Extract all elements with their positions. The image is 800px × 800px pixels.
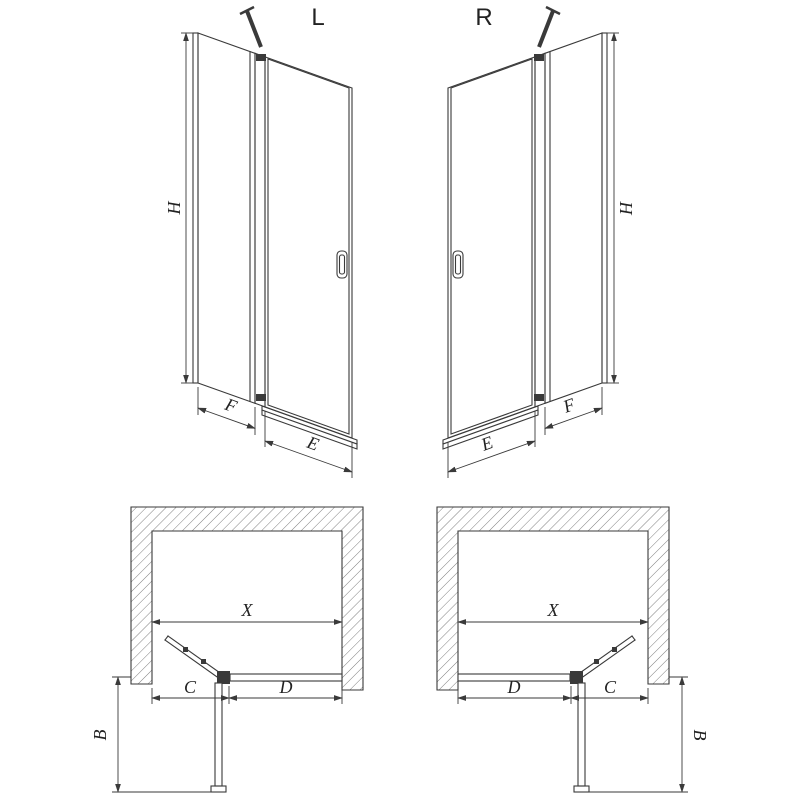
door-handle-inner xyxy=(454,254,462,275)
door-panel xyxy=(264,56,353,439)
front-view-left: L H F xyxy=(164,4,358,478)
door-open-end-cap xyxy=(210,785,227,793)
support-arm xyxy=(245,10,263,48)
bottom-rail-line xyxy=(261,409,358,445)
height-label-left: H xyxy=(164,201,184,216)
dimension-dc-right: D C xyxy=(457,677,649,704)
hinge-strip xyxy=(254,52,266,408)
dimension-cd-left: C D xyxy=(151,677,343,704)
dimension-opening-left: X xyxy=(151,600,343,625)
support-arm xyxy=(537,10,555,48)
pivot-block xyxy=(217,671,230,684)
side-panel-label-right: F xyxy=(560,394,579,417)
bottom-rail xyxy=(261,405,358,450)
door-panel xyxy=(447,56,536,439)
dimension-height-right: H xyxy=(604,32,636,384)
hinge-bottom xyxy=(256,394,266,401)
panel-label-plan-right: D xyxy=(507,677,521,697)
door-width-label-left: E xyxy=(304,432,322,455)
plan-view-right: X D C B xyxy=(436,506,710,793)
front-view-right: R H F E xyxy=(442,4,636,478)
wall-section-hatched xyxy=(436,506,670,691)
fixed-panel xyxy=(544,32,603,405)
wall-profile xyxy=(601,32,608,384)
door-label-plan-left: C xyxy=(184,677,197,697)
door-hinge-mark xyxy=(612,647,617,652)
dimension-depth-right: B xyxy=(578,676,710,793)
opening-label-left: X xyxy=(241,600,254,620)
depth-label-right: B xyxy=(690,730,710,741)
door-width-label-right: E xyxy=(478,432,496,455)
support-arm-bracket xyxy=(545,5,561,16)
wall-section-hatched xyxy=(130,506,364,691)
door-hinge-mark xyxy=(201,659,206,664)
door-panel-inner xyxy=(267,58,350,435)
hinge-top xyxy=(534,54,544,61)
door-handle-inner xyxy=(338,254,346,275)
door-open-45 xyxy=(576,635,636,680)
hinge-strip xyxy=(534,52,546,408)
pivot-block xyxy=(570,671,583,684)
dimension-fixed-left: F xyxy=(197,387,256,435)
variant-label-right: R xyxy=(475,4,492,31)
door-open-end-cap xyxy=(573,785,590,793)
door-hinge-mark xyxy=(183,647,188,652)
side-panel-label-left: F xyxy=(222,394,241,417)
hinge-bottom xyxy=(534,394,544,401)
hinge-top xyxy=(256,54,266,61)
panel-label-plan-left: D xyxy=(279,677,293,697)
plan-view-left: X C D B xyxy=(90,506,364,793)
bottom-rail xyxy=(442,405,539,450)
height-label-right: H xyxy=(616,201,636,216)
support-arm-bracket xyxy=(239,5,255,16)
opening-label-right: X xyxy=(547,600,560,620)
depth-label-left: B xyxy=(90,730,110,741)
door-hinge-mark xyxy=(594,659,599,664)
wall-profile xyxy=(192,32,199,384)
fixed-panel xyxy=(197,32,256,405)
door-panel-inner xyxy=(450,58,533,435)
dimension-depth-left: B xyxy=(90,676,222,793)
variant-label-left: L xyxy=(311,4,324,31)
door-open-45 xyxy=(164,635,224,680)
dimension-height-left: H xyxy=(164,32,196,384)
dimension-opening-right: X xyxy=(457,600,649,625)
dimension-fixed-right: F xyxy=(544,387,603,435)
door-label-plan-right: C xyxy=(604,677,617,697)
bottom-rail-line xyxy=(442,409,539,445)
